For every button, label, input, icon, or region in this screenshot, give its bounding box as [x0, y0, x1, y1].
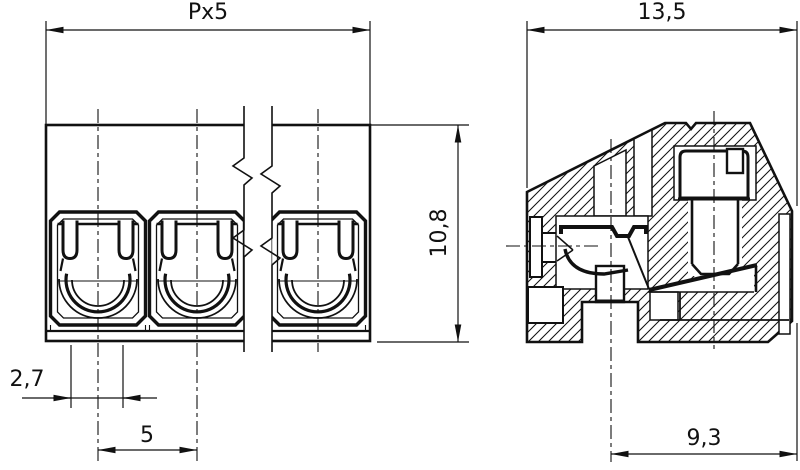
- dim-depth: 13,5: [526, 0, 798, 206]
- screw-slot-notch: [725, 147, 745, 175]
- dim-label-px5: Px5: [188, 0, 228, 25]
- bottom-left-pocket: [527, 286, 564, 324]
- dim-label-9-3: 9,3: [687, 426, 722, 451]
- dim-bottom: 9,3: [611, 323, 798, 461]
- dim-pitch: 5: [98, 423, 197, 454]
- clamp-incline: [648, 263, 758, 292]
- screw-shank: [690, 199, 740, 276]
- funnel-cone-lines: [556, 235, 574, 262]
- break-line-left: [231, 106, 254, 352]
- side-centerlines: [506, 111, 715, 462]
- dim-wire-opening: 2,7: [10, 345, 157, 408]
- clamp-inner-edge: [627, 236, 650, 290]
- clamp-saddle: [563, 248, 629, 276]
- dim-label-5: 5: [140, 423, 154, 448]
- break-gap: [244, 105, 272, 353]
- front-view: Px5 10,8 2,7 5: [10, 0, 469, 462]
- dim-height: 10,8: [371, 124, 469, 343]
- front-body-outline: [44, 123, 372, 343]
- dim-label-13-5: 13,5: [638, 0, 687, 25]
- dim-label-10-8: 10,8: [427, 209, 452, 258]
- rib-gap-right: [633, 128, 653, 217]
- clamp-details: [556, 225, 789, 321]
- right-wall-gap: [778, 213, 791, 335]
- break-line-right: [259, 106, 282, 352]
- side-view: 13,5 9,3: [506, 0, 798, 462]
- base-step-lines: [660, 292, 789, 321]
- clamp-top-bar: [559, 225, 648, 238]
- wire-funnel-tab: [529, 216, 543, 278]
- dim-total-width: Px5: [45, 0, 371, 124]
- dim-label-2-7: 2,7: [10, 367, 45, 392]
- bottom-mid-pocket: [649, 291, 679, 321]
- screw-channel: [688, 198, 742, 276]
- front-centerlines: [97, 109, 319, 462]
- wire-entry-hole: [541, 232, 558, 263]
